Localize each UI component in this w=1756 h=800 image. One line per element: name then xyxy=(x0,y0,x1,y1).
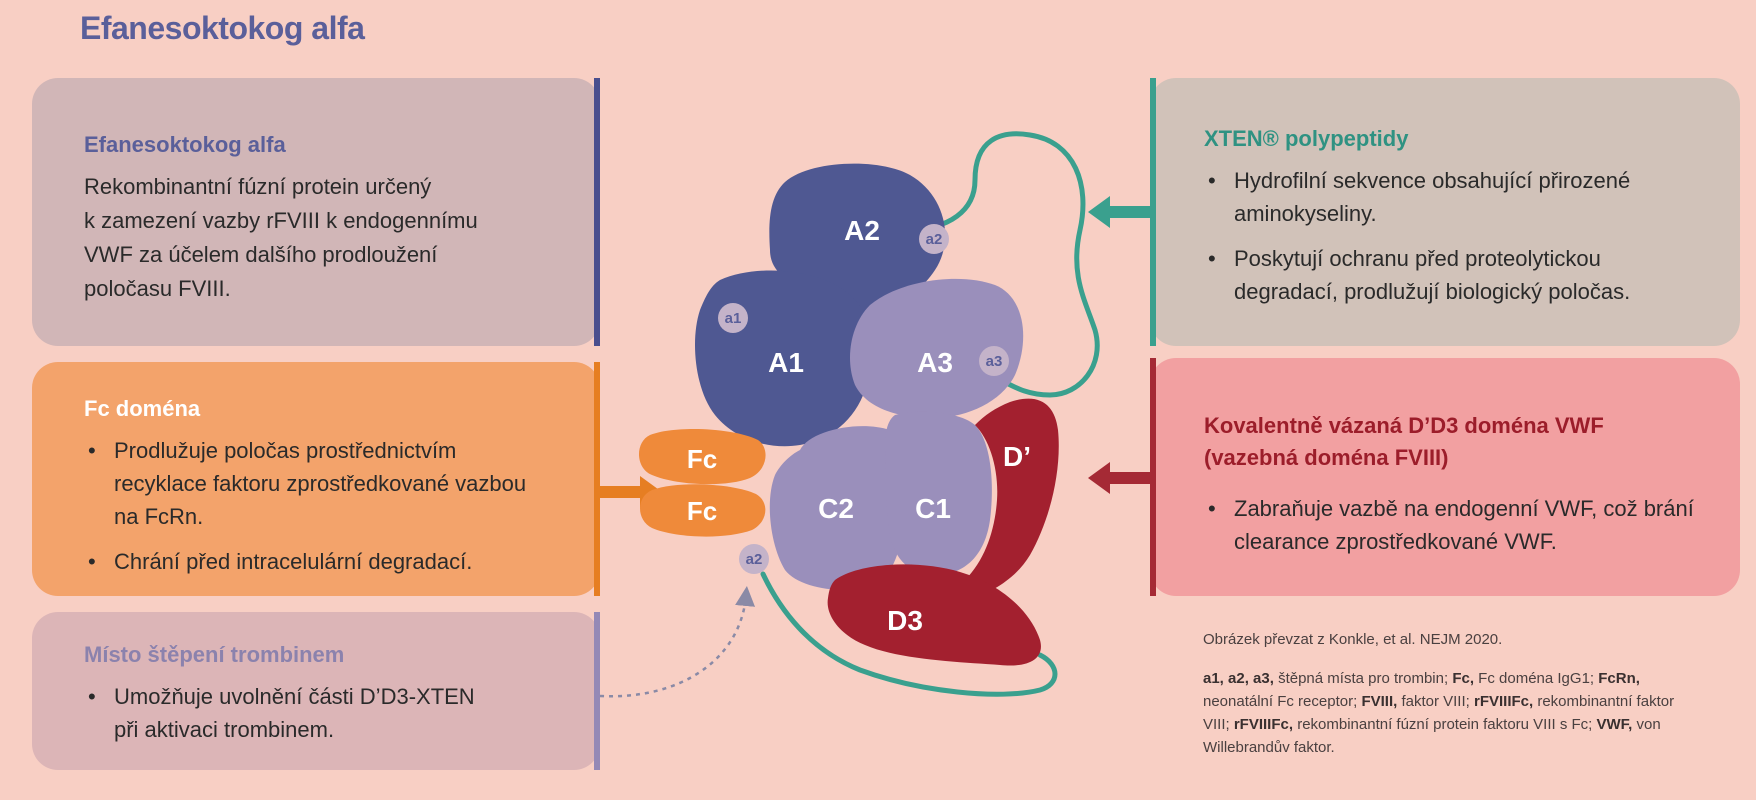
abbr-term: a1, a2, a3, xyxy=(1203,670,1274,687)
abbr-term: rFVIIIFc, xyxy=(1473,693,1534,710)
card-accent-bar xyxy=(594,78,600,346)
abbr-term: VWF, xyxy=(1596,716,1633,733)
abbr-def: rekombinantní fúzní protein faktoru VIII… xyxy=(1293,716,1597,733)
efanesoktokog-heading: Efanesoktokog alfa xyxy=(84,132,286,157)
c2-domain xyxy=(769,426,905,590)
thrombin-pointer-arrow xyxy=(599,586,756,698)
site-a2-circle xyxy=(919,224,949,254)
abbr-def: neonatální Fc receptor; xyxy=(1203,693,1362,710)
card-accent-bar xyxy=(1150,358,1156,596)
site-a2-label: a2 xyxy=(926,231,943,248)
site-a2-lower-label: a2 xyxy=(746,551,763,568)
fc-bottom-domain xyxy=(640,484,766,537)
thrombin-site-heading: Místo štěpení trombinem xyxy=(84,642,345,667)
fc-top-label: Fc xyxy=(687,444,717,474)
abbr-def: Fc doména IgG1; xyxy=(1474,670,1599,687)
lower-tether-line xyxy=(760,571,1058,697)
site-a2-lower-circle xyxy=(739,544,769,574)
bullet-item: Zabraňuje vazbě na endogenní VWF, což br… xyxy=(1204,492,1700,558)
xten-pointer-arrow xyxy=(1088,196,1150,228)
efanesoktokog-line: Rekombinantní fúzní protein určený xyxy=(84,174,432,199)
bullet-item: Chrání před intracelulární degradací. xyxy=(84,545,540,578)
abbr-def: rekombinantní faktor VIII; xyxy=(1203,693,1675,733)
c1-label: C1 xyxy=(915,493,951,524)
abbr-term: FVIII, xyxy=(1361,693,1398,710)
bullet-item: Umožňuje uvolnění části D’D3-XTEN při ak… xyxy=(84,680,500,746)
xten-bullets: Hydrofilní sekvence obsahující přirozené… xyxy=(1204,164,1700,308)
d3-domain xyxy=(827,564,1041,666)
abbr-def: faktor VIII; xyxy=(1397,693,1474,710)
vwf-domain-heading: Kovalentně vázaná D’D3 doména VWF (vazeb… xyxy=(1204,410,1700,474)
c2-label: C2 xyxy=(818,493,854,524)
fc-top-domain xyxy=(638,428,766,485)
d-prime-domain xyxy=(965,398,1059,598)
bullet-item: Poskytují ochranu před proteolytickou de… xyxy=(1204,242,1700,308)
abbreviation-list: a1, a2, a3, štěpná místa pro trombin; Fc… xyxy=(1203,667,1693,759)
d3-label: D3 xyxy=(887,605,923,636)
abbr-term: rFVIIIFc, xyxy=(1233,716,1294,733)
a1-label: A1 xyxy=(768,347,804,378)
a3-domain xyxy=(850,278,1024,419)
a2-label: A2 xyxy=(844,215,880,246)
c1-domain xyxy=(885,411,992,575)
vwf-domain-bullets: Zabraňuje vazbě na endogenní VWF, což br… xyxy=(1204,492,1700,558)
fc-domain-heading: Fc doména xyxy=(84,396,201,421)
bullet-item: Prodlužuje poločas prostřednictvím recyk… xyxy=(84,434,540,533)
vwf-pointer-arrow xyxy=(1088,462,1150,494)
efanesoktokog-line: k zamezení vazby rFVIII k endogennímu xyxy=(84,208,478,233)
xten-heading: XTEN® polypeptidy xyxy=(1204,126,1409,151)
page-title: Efanesoktokog alfa xyxy=(80,10,365,46)
xten-card: XTEN® polypeptidy Hydrofilní sekvence ob… xyxy=(1150,78,1740,346)
thrombin-site-card: Místo štěpení trombinem Umožňuje uvolněn… xyxy=(32,612,600,770)
vwf-domain-card: Kovalentně vázaná D’D3 doména VWF (vazeb… xyxy=(1150,358,1740,596)
image-credit: Obrázek převzat z Konkle, et al. NEJM 20… xyxy=(1203,631,1503,648)
site-a3-circle xyxy=(979,346,1009,376)
a3-label: A3 xyxy=(917,347,953,378)
card-accent-bar xyxy=(594,612,600,770)
d-prime-label: D’ xyxy=(1003,441,1031,472)
site-a3-label: a3 xyxy=(986,353,1003,370)
efanesoktokog-line: VWF za účelem dalšího prodloužení xyxy=(84,242,438,267)
fc-bottom-label: Fc xyxy=(687,496,717,526)
bullet-item: Hydrofilní sekvence obsahující přirozené… xyxy=(1204,164,1700,230)
card-accent-bar xyxy=(594,362,600,596)
efanesoktokog-line: poločasu FVIII. xyxy=(84,276,231,301)
thrombin-site-bullets: Umožňuje uvolnění části D’D3-XTEN při ak… xyxy=(84,680,500,746)
card-accent-bar xyxy=(1150,78,1156,346)
fc-domain-card: Fc doména Prodlužuje poločas prostřednic… xyxy=(32,362,600,596)
vwf-heading-line2: (vazebná doména FVIII) xyxy=(1204,445,1449,470)
vwf-heading-line1: Kovalentně vázaná D’D3 doména VWF xyxy=(1204,413,1604,438)
abbr-term: Fc, xyxy=(1452,670,1475,687)
abbr-term: FcRn, xyxy=(1598,670,1640,687)
site-a1-label: a1 xyxy=(725,310,742,327)
site-a1-circle xyxy=(718,303,748,333)
abbr-def: von Willebrandův faktor. xyxy=(1203,716,1661,756)
footnotes: Obrázek převzat z Konkle, et al. NEJM 20… xyxy=(1203,628,1693,759)
fc-domain-bullets: Prodlužuje poločas prostřednictvím recyk… xyxy=(84,434,540,578)
efanesoktokog-card: Efanesoktokog alfa Rekombinantní fúzní p… xyxy=(32,78,600,346)
abbr-def: štěpná místa pro trombin; xyxy=(1273,670,1453,687)
